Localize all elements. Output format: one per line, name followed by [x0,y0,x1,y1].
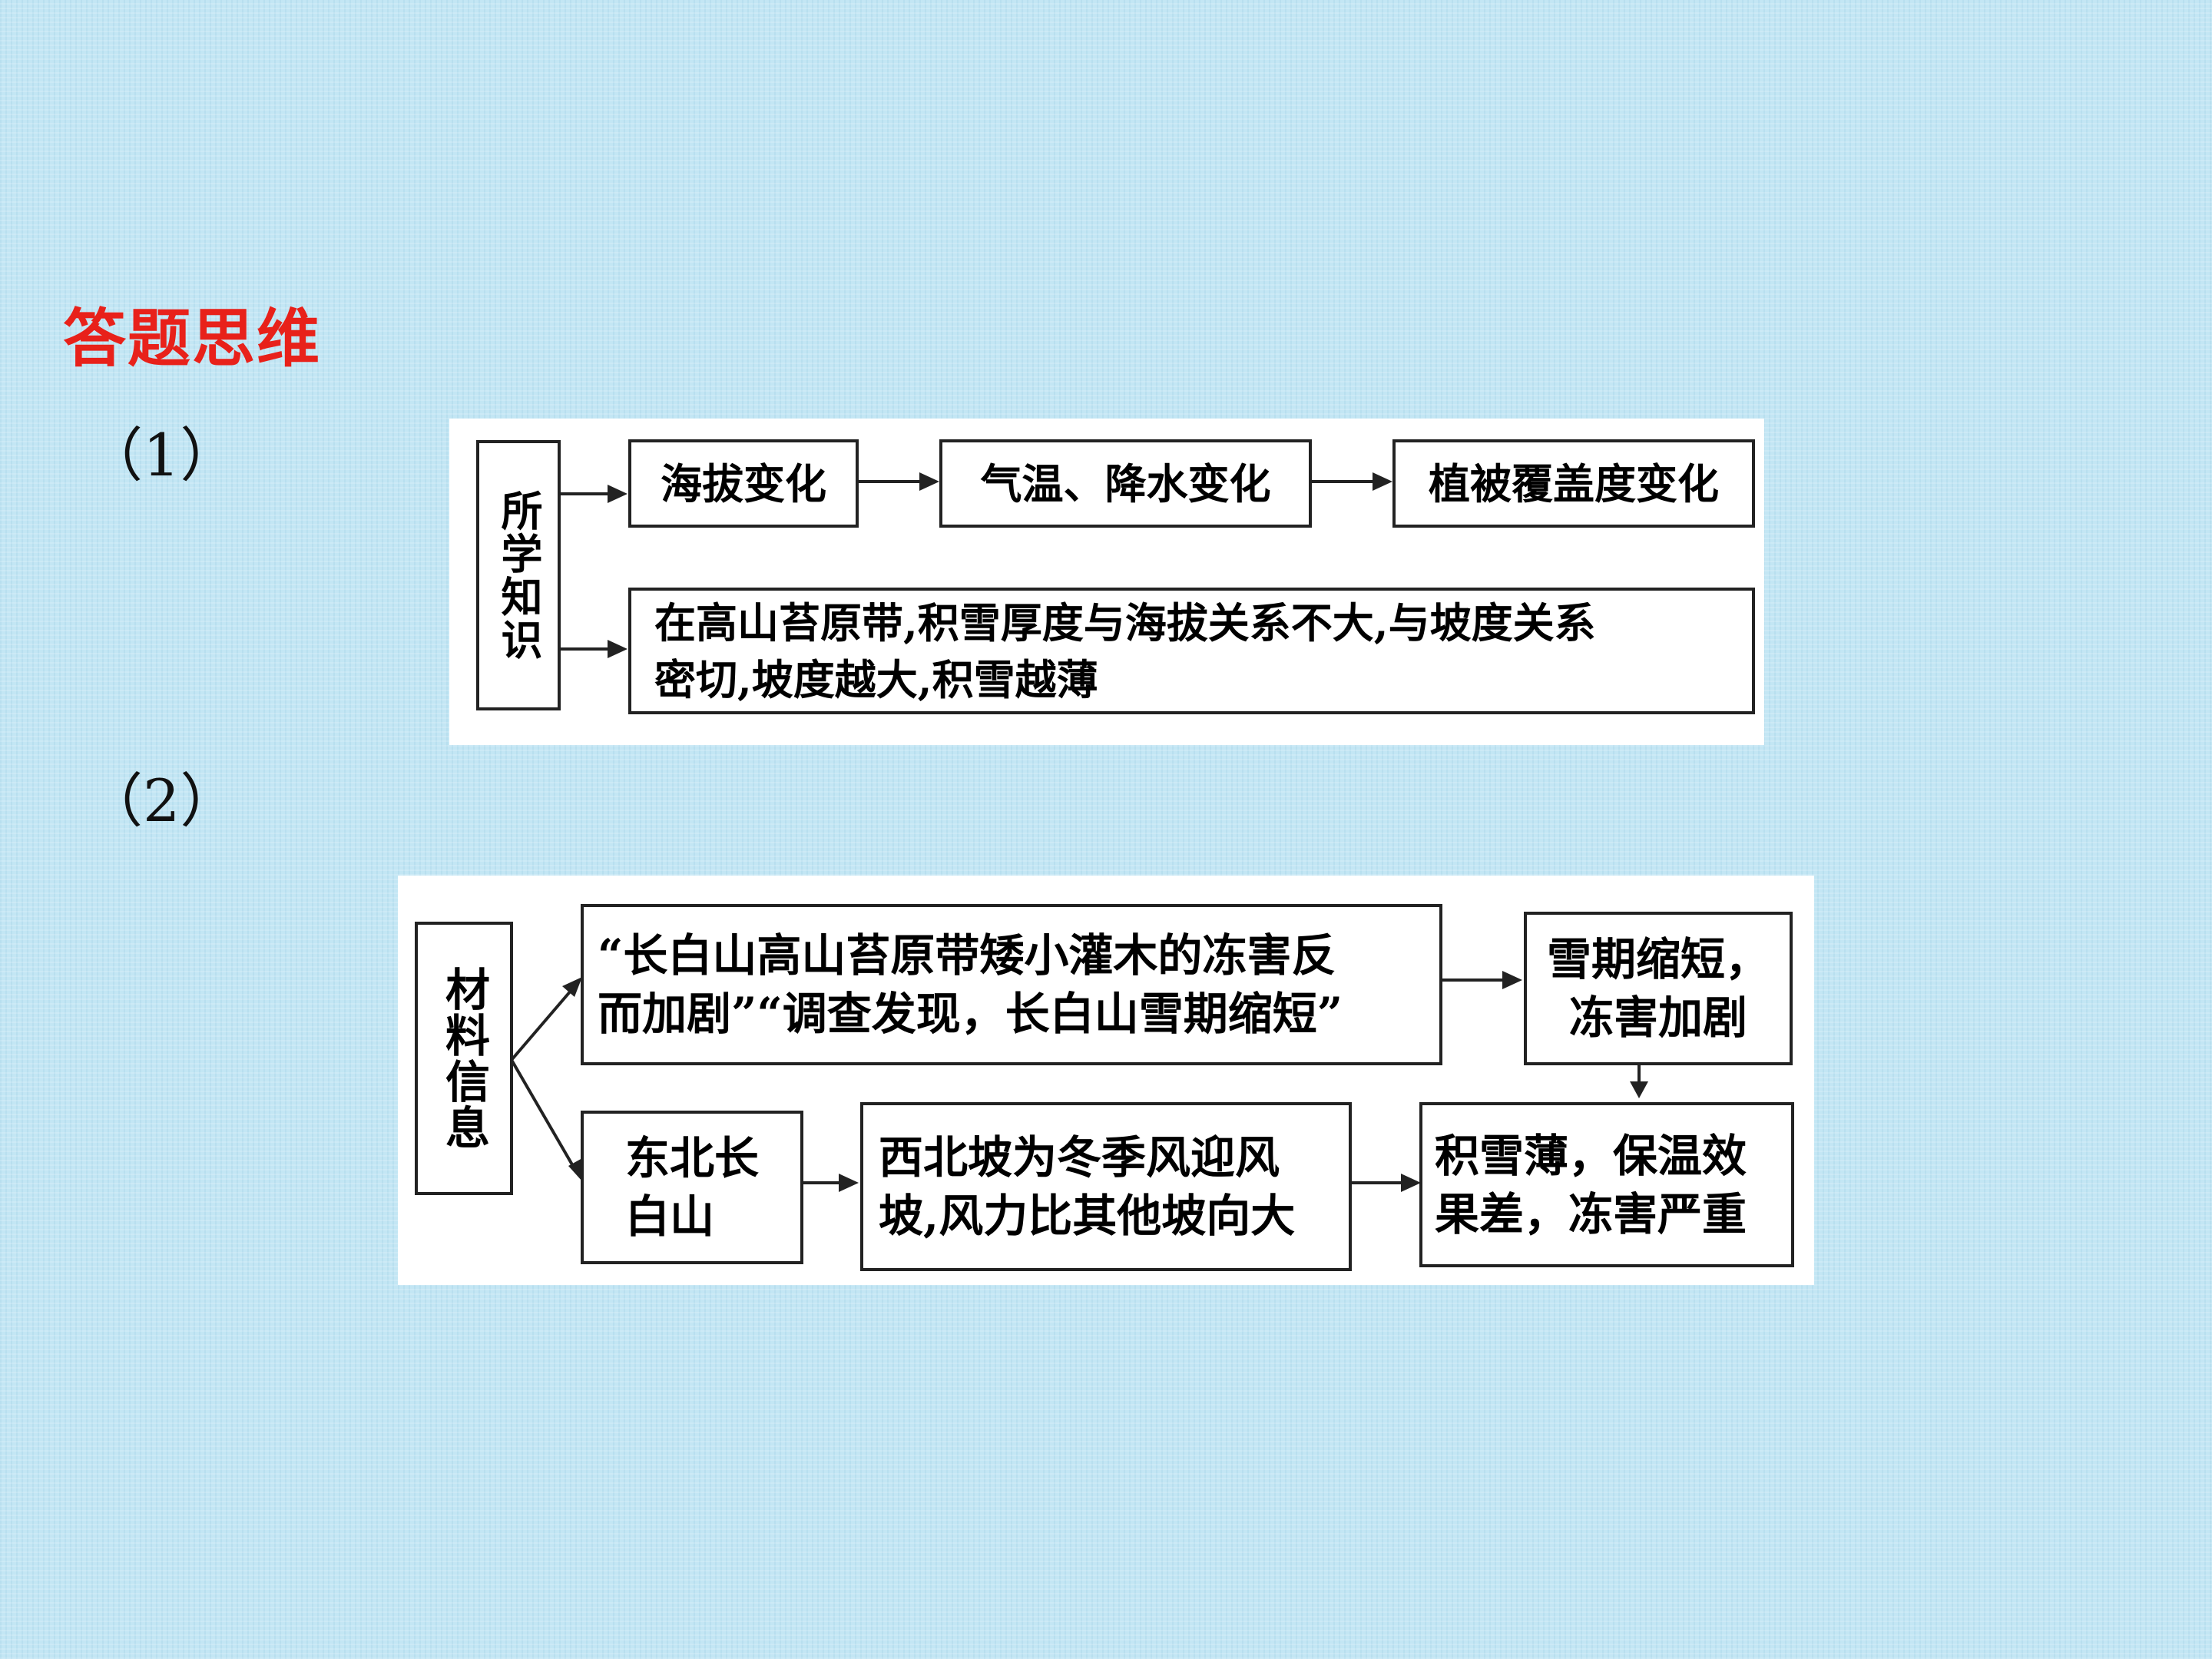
frost-damage-effect-line-1: 积雪薄，保温效 [1435,1129,1747,1182]
source-knowledge-box: 所学知识 [476,440,561,710]
flowchart-2-arrows [510,971,1648,1192]
snow-fact-line-1: 在高山苔原带,积雪厚度与海拔关系不大,与坡度关系 [654,598,1596,647]
northwest-slope-box: 西北坡为冬季风迎风 坡,风力比其他坡向大 [860,1102,1352,1271]
flowchart-part-2: 材料信息 “长白山高山苔原带矮小灌木的冻害反 而加剧”“调查发现，长白山雪期缩短… [398,876,1814,1285]
arrowhead-5 [562,977,582,997]
location-line-2: 白山 [624,1190,714,1243]
northwest-slope-line-2: 坡,风力比其他坡向大 [879,1190,1296,1242]
arrowhead-6 [568,1158,582,1181]
altitude-change-box: 海拔变化 [628,439,859,528]
altitude-change-label: 海拔变化 [661,459,826,508]
frost-damage-effect-text: 积雪薄，保温效 果差，冻害严重 [1435,1127,1747,1243]
snow-period-result-line-1: 雪期缩短， [1546,933,1770,985]
northwest-slope-line-1: 西北坡为冬季风迎风 [879,1131,1280,1184]
vegetation-coverage-box: 植被覆盖度变化 [1392,439,1755,528]
question-label-1: （1） [84,421,239,489]
source-knowledge-label: 所学知识 [494,489,543,661]
snow-fact-line-2: 密切,坡度越大,积雪越薄 [654,654,1098,704]
temperature-precipitation-box: 气温、降水变化 [939,439,1312,528]
snow-period-result-text: 雪期缩短， 冻害加剧 [1547,930,1770,1047]
northwest-slope-text: 西北坡为冬季风迎风 坡,风力比其他坡向大 [879,1128,1295,1245]
arrow-source-to-quote [510,983,578,1061]
location-line-1: 东北长 [624,1132,759,1184]
material-quote-box: “长白山高山苔原带矮小灌木的冻害反 而加剧”“调查发现，长白山雪期缩短” [581,904,1442,1065]
location-text: 东北长 白山 [625,1129,759,1246]
question-label-2: （2） [84,767,239,835]
source-material-label: 材料信息 [438,966,490,1151]
frost-damage-effect-box: 积雪薄，保温效 果差，冻害严重 [1419,1102,1794,1267]
snow-fact-box: 在高山苔原带,积雪厚度与海拔关系不大,与坡度关系 密切,坡度越大,积雪越薄 [628,588,1755,714]
snow-period-result-line-2: 冻害加剧 [1568,992,1747,1044]
snow-fact-text: 在高山苔原带,积雪厚度与海拔关系不大,与坡度关系 密切,坡度越大,积雪越薄 [654,594,1596,708]
arrowhead-3 [919,472,939,491]
heading-answer-thinking: 答题思维 [63,303,322,376]
vegetation-coverage-label: 植被覆盖度变化 [1429,459,1719,508]
snow-period-result-box: 雪期缩短， 冻害加剧 [1524,912,1793,1065]
material-quote-text: “长白山高山苔原带矮小灌木的冻害反 而加剧”“调查发现，长白山雪期缩短” [598,926,1343,1043]
material-quote-line-2: 而加剧”“调查发现，长白山雪期缩短” [598,988,1343,1040]
location-box: 东北长 白山 [581,1111,803,1264]
flowchart-1-arrows [558,472,1392,658]
arrowhead-9 [839,1174,859,1192]
temperature-precipitation-label: 气温、降水变化 [980,459,1271,508]
arrowhead-8 [1630,1081,1648,1098]
arrowhead-10 [1401,1174,1421,1192]
source-material-box: 材料信息 [415,922,513,1195]
arrow-source-to-location [510,1058,578,1173]
material-quote-line-1: “长白山高山苔原带矮小灌木的冻害反 [598,929,1336,982]
frost-damage-effect-line-2: 果差，冻害严重 [1435,1187,1747,1240]
arrowhead-7 [1502,971,1522,989]
arrowhead-4 [1373,472,1392,491]
flowchart-part-1: 所学知识 海拔变化 气温、降水变化 植被覆盖度变化 在高山苔原带,积雪厚度与海拔… [449,419,1764,745]
arrowhead-2 [608,640,628,658]
arrowhead-1 [608,485,628,503]
